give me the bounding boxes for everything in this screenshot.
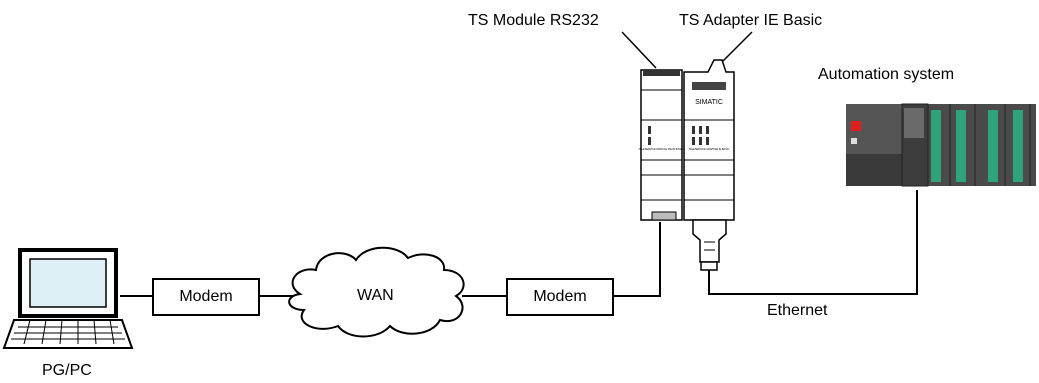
pgpc-label: PG/PC bbox=[42, 362, 92, 379]
ts-adapter-ie-basic-device bbox=[683, 59, 735, 271]
modem-right-box: Modem bbox=[506, 278, 614, 316]
automation-system-device bbox=[846, 103, 1036, 187]
automation-system-label: Automation system bbox=[818, 66, 955, 83]
connection-lines bbox=[120, 190, 918, 297]
module-face-text: TELESERVICE MODULE RS232 BASIC bbox=[638, 148, 683, 151]
ts-module-label: TS Module RS232 bbox=[468, 12, 599, 29]
wan-cloud bbox=[288, 246, 465, 338]
ts-module-rs232-device bbox=[640, 69, 683, 221]
ts-adapter-label: TS Adapter IE Basic bbox=[679, 12, 823, 29]
modem-left-box: Modem bbox=[152, 278, 260, 316]
wan-label: WAN bbox=[357, 287, 394, 304]
ethernet-label: Ethernet bbox=[767, 302, 828, 319]
adapter-face-text: TELESERVICE ADAPTER IE BASIC bbox=[689, 148, 730, 151]
laptop-icon bbox=[2, 248, 134, 349]
device-brand-text: SIMATIC bbox=[695, 99, 723, 106]
callout-lines bbox=[621, 31, 753, 69]
